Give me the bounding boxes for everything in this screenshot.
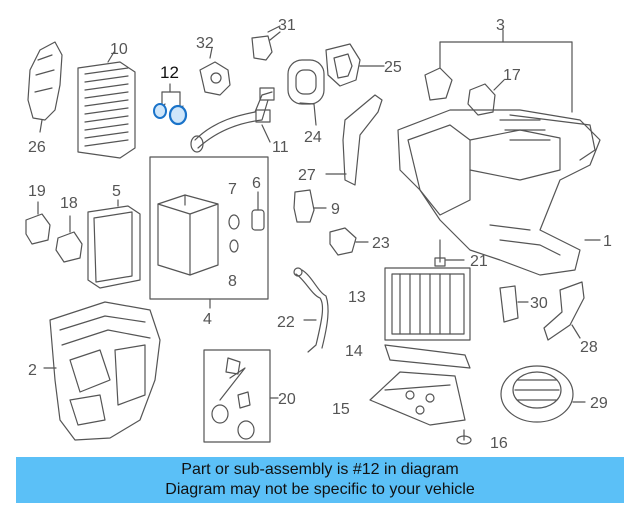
callout-17: 17 <box>503 67 521 84</box>
callout-1: 1 <box>603 233 612 250</box>
callout-26: 26 <box>28 139 46 156</box>
callout-24: 24 <box>304 129 322 146</box>
callout-19: 19 <box>28 183 46 200</box>
callout-15: 15 <box>332 401 350 418</box>
part-10 <box>77 51 136 159</box>
callout-9: 9 <box>331 201 340 218</box>
callout-7: 7 <box>228 181 237 198</box>
callout-3: 3 <box>496 17 505 34</box>
callout-31: 31 <box>278 17 296 34</box>
part-26 <box>27 41 63 133</box>
part-31 <box>251 31 281 61</box>
part-17 <box>467 79 505 116</box>
part-2-housing <box>43 301 161 441</box>
part-3-actuator <box>424 67 453 101</box>
part-24 <box>287 59 325 126</box>
part-5 <box>87 199 141 289</box>
callout-6: 6 <box>252 175 261 192</box>
callout-22: 22 <box>277 314 295 331</box>
callout-30: 30 <box>530 295 548 312</box>
part-25 <box>325 43 385 87</box>
callout-29: 29 <box>590 395 608 412</box>
part-16 <box>456 429 472 445</box>
part-21 <box>434 239 465 267</box>
callout-10: 10 <box>110 41 128 58</box>
part-28 <box>543 281 585 341</box>
callout-28: 28 <box>580 339 598 356</box>
callout-20: 20 <box>278 391 296 408</box>
part-13 <box>384 267 471 341</box>
callout-11: 11 <box>272 139 289 156</box>
callout-14: 14 <box>345 343 363 360</box>
part-7 <box>228 214 240 230</box>
callout-16: 16 <box>490 435 508 452</box>
part-22 <box>293 267 329 353</box>
part-9 <box>293 189 327 223</box>
caption-line-2: Diagram may not be specific to your vehi… <box>165 481 475 498</box>
part-23 <box>329 227 369 256</box>
part-12-seals <box>153 83 188 126</box>
callout-13: 13 <box>348 289 366 306</box>
caption-line-1: Part or sub-assembly is #12 in diagram <box>181 461 459 478</box>
part-11 <box>190 87 275 153</box>
part-19 <box>25 201 51 245</box>
callout-12: 12 <box>160 63 179 82</box>
part-6 <box>251 191 265 231</box>
callout-2: 2 <box>28 362 37 379</box>
part-29 <box>500 365 586 423</box>
part-15 <box>369 371 466 426</box>
part-3 <box>439 29 573 113</box>
part-14 <box>384 344 471 369</box>
callout-25: 25 <box>384 59 402 76</box>
caption-banner: Part or sub-assembly is #12 in diagram D… <box>16 457 624 503</box>
callout-18: 18 <box>60 195 78 212</box>
part-30 <box>499 285 529 323</box>
part-20-group <box>203 349 279 443</box>
callout-8: 8 <box>228 273 237 290</box>
callout-32: 32 <box>196 35 214 52</box>
callout-labels: 1 2 3 4 5 6 7 8 9 10 11 12 13 14 15 16 1… <box>28 17 612 452</box>
parts-diagram: 1 2 3 4 5 6 7 8 9 10 11 12 13 14 15 16 1… <box>25 17 612 452</box>
callout-21: 21 <box>470 253 488 270</box>
callout-5: 5 <box>112 183 121 200</box>
part-32 <box>199 47 231 96</box>
callout-4: 4 <box>203 311 212 328</box>
callout-23: 23 <box>372 235 390 252</box>
part-27 <box>325 94 383 186</box>
part-1-housing <box>397 109 601 276</box>
part-18 <box>55 215 83 263</box>
part-4-box <box>149 156 269 309</box>
part-8 <box>229 239 239 253</box>
callout-27: 27 <box>298 167 316 184</box>
